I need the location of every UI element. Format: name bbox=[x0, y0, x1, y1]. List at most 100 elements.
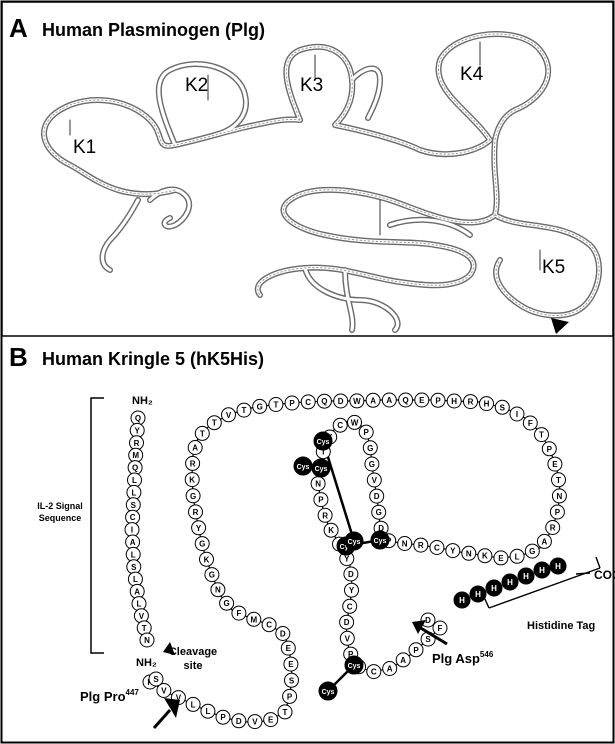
residue-letter: E bbox=[552, 460, 558, 469]
residue-letter: V bbox=[139, 612, 145, 621]
residue-letter: P bbox=[220, 713, 226, 722]
panel-a: A Human Plasminogen (Plg) bbox=[2, 2, 613, 336]
residue-letter: D bbox=[348, 570, 354, 579]
residue-letter: N bbox=[215, 586, 221, 595]
histidine-bead-letter: H bbox=[491, 584, 497, 593]
cooh-bond bbox=[576, 573, 590, 574]
residue-letter: T bbox=[556, 476, 561, 485]
residue-letter: G bbox=[529, 547, 535, 556]
residue-letter: T bbox=[212, 419, 217, 428]
residue-letter: D bbox=[374, 492, 380, 501]
residue-letter: K bbox=[204, 555, 210, 564]
residue-letter: A bbox=[400, 656, 406, 665]
residue-letter: N bbox=[466, 549, 472, 558]
residue-letter: S bbox=[500, 403, 506, 412]
panel-b-title: Human Kringle 5 (hK5His) bbox=[42, 349, 264, 369]
pro447-arrow bbox=[154, 698, 180, 728]
residue-letter: R bbox=[322, 511, 328, 520]
residue-letter: V bbox=[226, 411, 232, 420]
residue-letter: G bbox=[199, 540, 205, 549]
histidine-bead-letter: H bbox=[475, 590, 481, 599]
residue-letter: R bbox=[134, 439, 140, 448]
residue-letter: E bbox=[286, 644, 292, 653]
residue-letter: R bbox=[190, 459, 196, 468]
residue-letter: T bbox=[273, 401, 278, 410]
k5-arrowhead bbox=[551, 318, 569, 334]
residue-letter: E bbox=[498, 554, 504, 563]
residue-letter: Y bbox=[135, 426, 141, 435]
panel-a-letter: A bbox=[9, 13, 28, 43]
residue-letter: N bbox=[557, 492, 563, 501]
residue-letter: A bbox=[370, 396, 376, 405]
pro447-label: Plg Pro447 bbox=[80, 688, 139, 704]
residue-letter: R bbox=[193, 508, 199, 517]
residue-letter: Q bbox=[135, 414, 141, 423]
residue-letter: H bbox=[484, 400, 490, 409]
residue-letter: P bbox=[547, 445, 553, 454]
cysteine-bead-letter: Cys bbox=[348, 539, 361, 546]
residue-letter: G bbox=[369, 460, 375, 469]
panel-a-frame bbox=[2, 2, 613, 336]
residue-letter: F bbox=[528, 419, 533, 428]
residue-letter: L bbox=[137, 600, 142, 609]
residue-letter: N bbox=[315, 480, 321, 489]
residue-s-letter: S bbox=[153, 675, 159, 684]
residue-letter: L bbox=[515, 552, 520, 561]
residue-letter: Q bbox=[132, 464, 138, 473]
residue-letter: D bbox=[236, 717, 242, 726]
cysteine-bead-letter: Cys bbox=[348, 663, 361, 670]
residue-letter: S bbox=[131, 563, 137, 572]
kringle-label-k2: K2 bbox=[185, 75, 208, 96]
residue-letter: Y bbox=[450, 547, 456, 556]
residue-letter: Q bbox=[402, 396, 408, 405]
histidine-bead-letter: H bbox=[507, 578, 513, 587]
residue-letter: T bbox=[539, 431, 544, 440]
residue-letter: V bbox=[372, 476, 378, 485]
residue-letter: T bbox=[242, 406, 247, 415]
kringle-label-k4: K4 bbox=[460, 64, 484, 85]
signal-bracket bbox=[91, 398, 104, 653]
residue-letter: C bbox=[434, 544, 440, 553]
residue-d-letter: D bbox=[425, 616, 431, 625]
residue-letter: K bbox=[189, 476, 195, 485]
residue-letter: K bbox=[328, 526, 334, 535]
residue-letter: G bbox=[190, 492, 196, 501]
residue-letter: T bbox=[200, 429, 205, 438]
cysteine-bead-letter: Cys bbox=[322, 689, 335, 696]
residue-letter: D bbox=[280, 630, 286, 639]
residue-letter: P bbox=[435, 396, 441, 405]
residue-letter: P bbox=[287, 692, 293, 701]
histidine-bead-letter: H bbox=[539, 566, 545, 575]
residue-letter: I bbox=[516, 410, 518, 419]
residue-letter: I bbox=[131, 526, 133, 535]
asp546-label: Plg Asp546 bbox=[432, 650, 494, 666]
residue-letter: E bbox=[288, 660, 294, 669]
residue-letter: D bbox=[338, 397, 344, 406]
residue-letter: S bbox=[289, 676, 295, 685]
residue-letter: E bbox=[268, 716, 274, 725]
residue-letter: C bbox=[347, 602, 353, 611]
residue-letter: T bbox=[142, 624, 147, 633]
residue-letter: V bbox=[161, 687, 167, 696]
cysteine-bead-letter: Cys bbox=[374, 538, 387, 545]
cleavage-label-line2: site bbox=[184, 660, 203, 672]
panel-b-letter: B bbox=[9, 342, 28, 372]
residue-letter: H bbox=[451, 397, 457, 406]
residue-letter: W bbox=[353, 397, 361, 406]
residue-letter: A bbox=[542, 537, 548, 546]
residue-letter: G bbox=[257, 402, 263, 411]
residue-letter: Q bbox=[321, 397, 327, 406]
residue-letter: R bbox=[550, 524, 556, 533]
residue-letter: L bbox=[131, 488, 136, 497]
residue-letter: E bbox=[419, 396, 425, 405]
residue-letter: A bbox=[192, 444, 198, 453]
residue-letter: S bbox=[131, 501, 137, 510]
residue-letter: C bbox=[130, 513, 136, 522]
residue-letter: L bbox=[132, 476, 137, 485]
residue-letter: C bbox=[266, 621, 272, 630]
residue-letter: A bbox=[134, 587, 140, 596]
nterm-label: NH₂ bbox=[132, 395, 153, 407]
residue-letter: P bbox=[413, 646, 419, 655]
residue-letter: L bbox=[205, 707, 210, 716]
